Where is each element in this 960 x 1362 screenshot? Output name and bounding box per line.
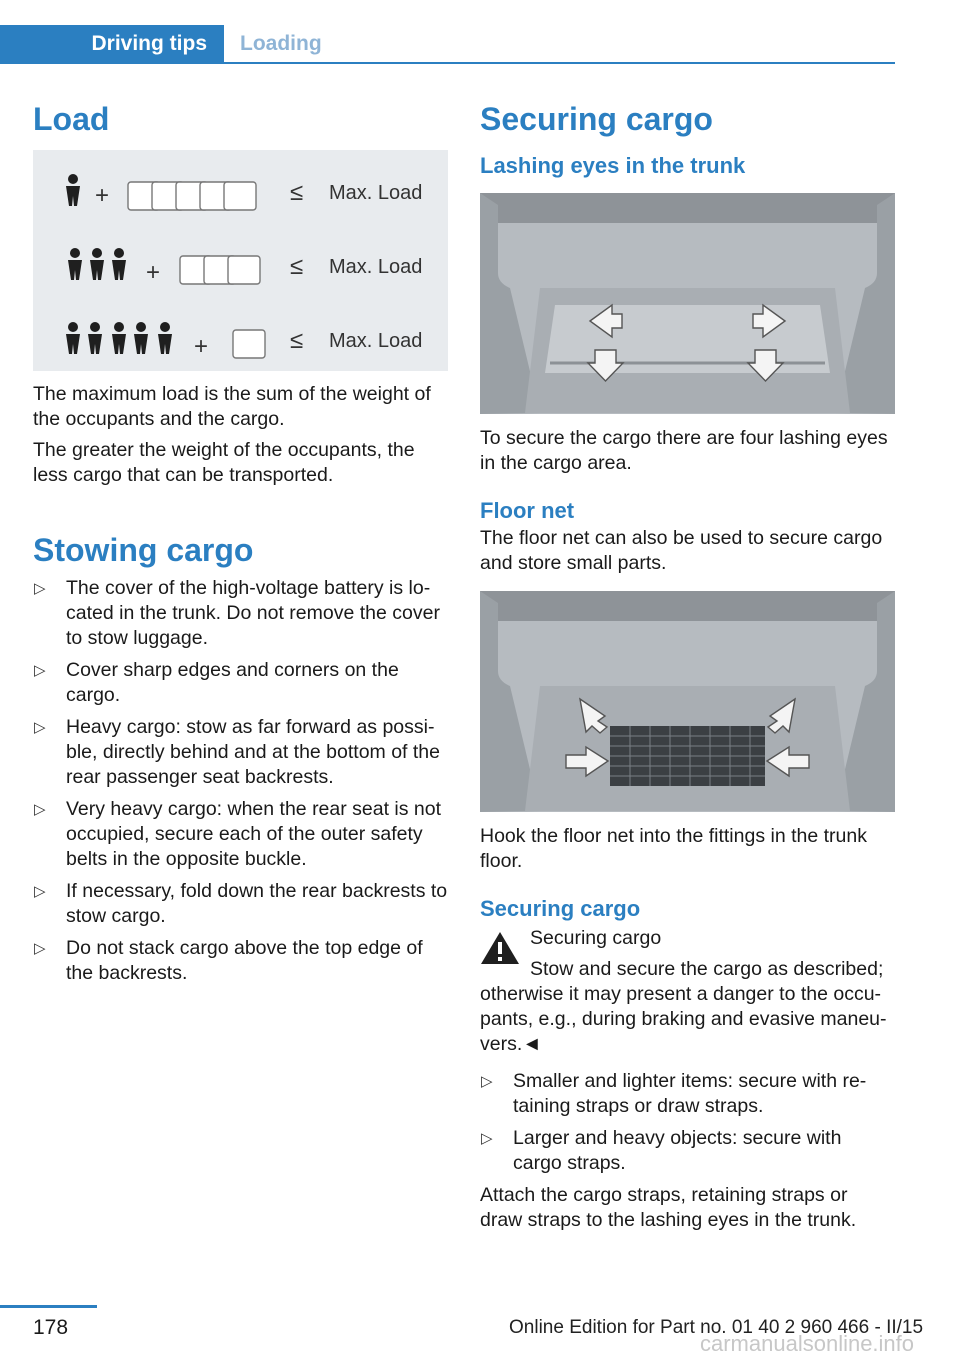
list-item-text: Very heavy cargo: when the rear seat is … (66, 798, 442, 870)
load-row-3: + ≤ Max. Load (33, 308, 448, 368)
securing-cargo-heading: Securing cargo (480, 101, 713, 137)
triangle-bullet-icon: ▷ (34, 662, 46, 679)
load-row-1: + ≤ Max. Load (33, 160, 448, 220)
attach-paragraph: Attach the cargo straps, retaining strap… (480, 1184, 857, 1231)
list-item-text: The cover of the high-voltage battery is… (66, 577, 440, 649)
triangle-bullet-icon: ▷ (481, 1073, 493, 1090)
triangle-bullet-icon: ▷ (481, 1130, 493, 1147)
list-item: ▷ Larger and heavy objects: secure with c… (480, 1126, 895, 1176)
floor-net-photo (480, 591, 895, 812)
lashing-paragraph: To secure the cargo there are four lashi… (480, 427, 888, 474)
svg-text:≤: ≤ (290, 327, 303, 354)
triangle-bullet-icon: ▷ (34, 883, 46, 900)
watermark: carmanualsonline.info (700, 1331, 915, 1356)
svg-text:≤: ≤ (290, 253, 303, 280)
stowing-heading: Stowing cargo (33, 532, 254, 568)
floor-net-graphic (480, 591, 895, 812)
securing-list: ▷ Smaller and lighter items: secure with … (480, 1069, 895, 1176)
trunk-photo-graphic (480, 193, 895, 414)
list-item: ▷ Very heavy cargo: when the rear seat is… (33, 797, 448, 872)
stowing-list: ▷ The cover of the high-voltage battery i… (33, 576, 448, 986)
list-item-text: Heavy cargo: stow as far forward as poss… (66, 716, 440, 788)
securing-cargo-subheading: Securing cargo (480, 896, 641, 921)
right-column: Securing cargo Lashing eyes in the trunk… (480, 95, 895, 1233)
warning-block: Securing cargo Stow and secure the cargo… (480, 926, 895, 982)
list-item: ▷ If necessary, fold down the rear backre… (33, 879, 448, 929)
load-row-1-graphic: + ≤ (66, 174, 303, 211)
list-item-text: If necessary, fold down the rear backres… (66, 880, 448, 927)
load-row-2-graphic: + ≤ (68, 248, 303, 286)
warning-title: Securing cargo (530, 927, 662, 949)
warning-triangle-icon (481, 932, 519, 964)
svg-text:≤: ≤ (290, 179, 303, 206)
floor-net-heading: Floor net (480, 498, 575, 523)
page-number: 178 (33, 1316, 69, 1339)
load-paragraph-1: The maximum load is the sum of the weigh… (33, 383, 431, 430)
trunk-lashing-eyes-photo (480, 193, 895, 414)
list-item: ▷ Do not stack cargo above the top edge o… (33, 936, 448, 986)
footer-rule (0, 1305, 97, 1308)
floor-net-paragraph: The floor net can also be used to secure… (480, 527, 883, 574)
load-row-2: + ≤ Max. Load (33, 234, 448, 294)
svg-text:+: + (95, 182, 109, 209)
load-heading: Load (33, 101, 110, 137)
tab-driving-tips[interactable]: Driving tips (0, 25, 224, 62)
list-item-text: Smaller and lighter items: secure with r… (513, 1070, 867, 1117)
warning-text: otherwise it may present a danger to the… (480, 983, 887, 1055)
list-item: ▷ Smaller and lighter items: secure with … (480, 1069, 895, 1119)
left-column: Load + ≤ Max. Load (33, 95, 448, 993)
load-row-2-label: Max. Load (329, 256, 423, 278)
list-item-text: Larger and heavy objects: secure with ca… (513, 1127, 842, 1174)
lashing-eyes-heading: Lashing eyes in the trunk (480, 153, 746, 178)
max-load-figure: + ≤ Max. Load + (33, 150, 448, 371)
load-row-3-label: Max. Load (329, 330, 423, 352)
warning-text-first-line: Stow and secure the cargo as described; (530, 958, 884, 980)
triangle-bullet-icon: ▷ (34, 801, 46, 818)
triangle-bullet-icon: ▷ (34, 719, 46, 736)
list-item-text: Cover sharp edges and corners on the car… (66, 659, 399, 706)
list-item: ▷ The cover of the high-voltage battery i… (33, 576, 448, 651)
list-item-text: Do not stack cargo above the top edge of… (66, 937, 423, 984)
load-row-3-graphic: + ≤ (66, 322, 303, 360)
edition-footer: Online Edition for Part no. 01 40 2 960 … (509, 1317, 924, 1338)
svg-text:+: + (146, 259, 160, 286)
hook-paragraph: Hook the floor net into the fittings in … (480, 825, 867, 872)
load-paragraph-2: The greater the weight of the occupants,… (33, 439, 415, 486)
load-row-1-label: Max. Load (329, 182, 423, 204)
svg-text:+: + (194, 333, 208, 360)
triangle-bullet-icon: ▷ (34, 580, 46, 597)
list-item: ▷ Cover sharp edges and corners on the ca… (33, 658, 448, 708)
tab-loading[interactable]: Loading (240, 32, 322, 55)
triangle-bullet-icon: ▷ (34, 940, 46, 957)
chapter-header: Driving tips Loading (0, 25, 895, 64)
list-item: ▷ Heavy cargo: stow as far forward as pos… (33, 715, 448, 790)
